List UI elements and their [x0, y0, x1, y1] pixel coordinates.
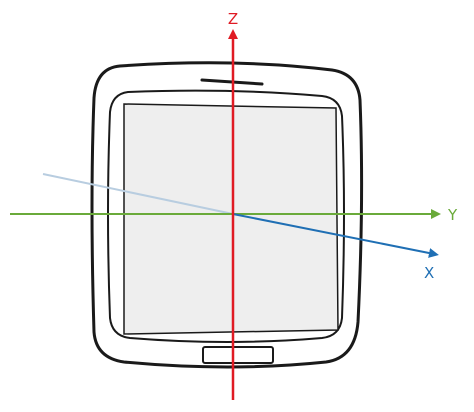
x-axis-line: [232, 213, 439, 258]
phone-screen: [123, 103, 339, 335]
x-axis-back-line: [42, 173, 234, 215]
x-axis-label: X: [424, 264, 434, 282]
home-button: [202, 346, 274, 364]
y-axis-label: Y: [447, 206, 458, 224]
z-axis-label: Z: [228, 10, 238, 28]
